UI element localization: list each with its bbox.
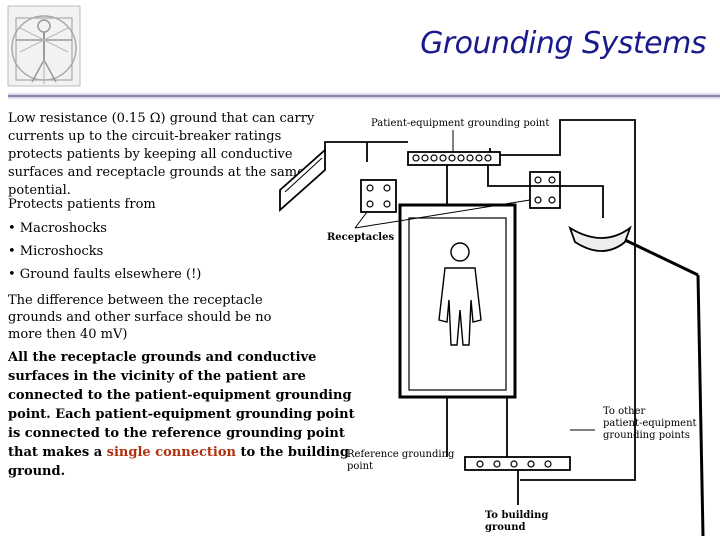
title-underline <box>8 92 720 100</box>
bullet-list: • Macroshocks • Microshocks • Ground fau… <box>8 220 201 289</box>
bullet-macroshocks: • Macroshocks <box>8 221 107 236</box>
summary-part-a: All the receptacle grounds and conductiv… <box>8 350 355 460</box>
label-receptacles: Receptacles <box>327 232 394 243</box>
receptacle-box-right <box>529 171 561 209</box>
vitruvian-logo <box>7 5 81 87</box>
label-reference-2: point <box>347 461 373 472</box>
label-patient-point: Patient-equipment grounding point <box>371 118 549 129</box>
label-reference-1: Reference grounding <box>347 449 455 460</box>
shelf-surface <box>279 147 326 213</box>
sink <box>568 225 632 252</box>
label-building-1: To building <box>485 510 548 521</box>
summary-part-b: to the building ground. <box>8 445 349 479</box>
paragraph-protects: Protects patients from <box>8 197 156 212</box>
grounding-diagram: Patient-equipment grounding point Recept… <box>279 118 705 537</box>
label-other-2: patient-equipment <box>603 418 697 429</box>
receptacle-box-left <box>360 179 397 213</box>
paragraph-summary: All the receptacle grounds and conductiv… <box>8 348 363 481</box>
bullet-ground-faults: • Ground faults elsewhere (!) <box>8 267 202 282</box>
right-wire <box>500 119 636 481</box>
sink-wire <box>487 165 604 218</box>
bed-frame <box>398 203 517 399</box>
lamp-pole <box>696 274 705 537</box>
patient-equipment-grounding-bar <box>407 151 501 166</box>
label-other-1: To other <box>603 406 645 417</box>
label-other-3: grounding points <box>603 430 690 441</box>
shelf-wire <box>324 141 408 152</box>
patient-figure <box>438 242 482 346</box>
paragraph-difference: The difference between the receptacle gr… <box>8 293 272 342</box>
paragraph-low-resistance: Low resistance (0.15 Ω) ground that can … <box>8 111 315 198</box>
summary-highlight: single connection <box>106 445 236 460</box>
label-building-2: ground <box>485 522 525 533</box>
bullet-microshocks: • Microshocks <box>8 244 104 259</box>
slide-title: Grounding Systems <box>420 26 706 61</box>
